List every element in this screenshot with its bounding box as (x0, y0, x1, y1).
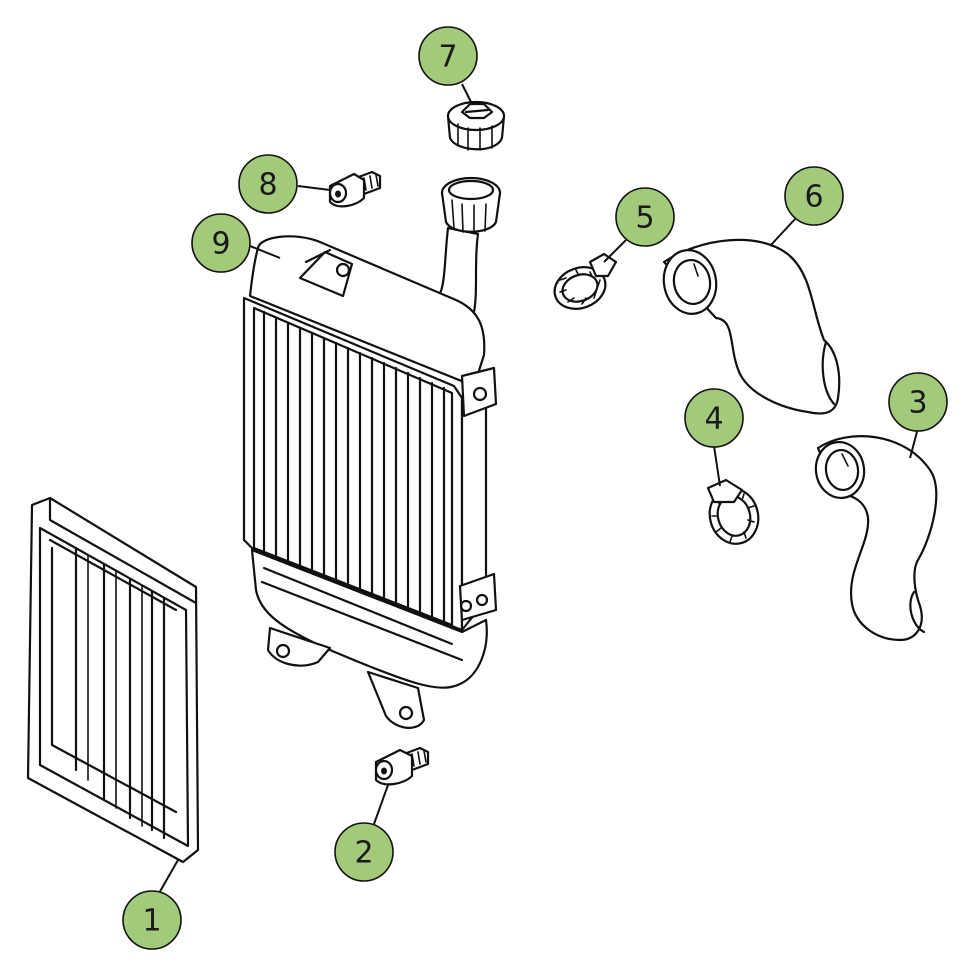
callout-label-6: 6 (804, 180, 823, 215)
hose-clamp-upper (553, 252, 618, 310)
callout-label-8: 8 (258, 168, 277, 203)
callout-9: 9 (191, 213, 281, 273)
callout-label-9: 9 (211, 227, 230, 262)
callout-label-5: 5 (635, 201, 654, 236)
callout-7: 7 (418, 26, 478, 105)
callout-3: 3 (888, 372, 948, 459)
radiator-core (242, 176, 502, 729)
callout-label-3: 3 (908, 386, 927, 421)
callout-1: 1 (122, 859, 182, 950)
upper-hose (662, 238, 841, 415)
callout-label-7: 7 (438, 40, 457, 75)
mounting-rubber-upper (328, 170, 382, 208)
mounting-rubber-lower (374, 746, 430, 786)
callout-label-4: 4 (704, 402, 723, 437)
callout-2: 2 (334, 784, 394, 882)
radiator-guard-grille (26, 496, 200, 864)
lower-hose (814, 435, 938, 642)
callout-label-2: 2 (354, 836, 373, 871)
callout-label-1: 1 (142, 904, 161, 939)
radiator-cap (446, 100, 506, 151)
hose-clamp-lower (706, 478, 760, 545)
callouts: 1 2 3 4 5 6 7 (122, 26, 948, 950)
callout-6: 6 (769, 166, 844, 247)
callout-4: 4 (684, 388, 744, 487)
callout-5: 5 (603, 187, 675, 263)
callout-8: 8 (238, 154, 331, 214)
